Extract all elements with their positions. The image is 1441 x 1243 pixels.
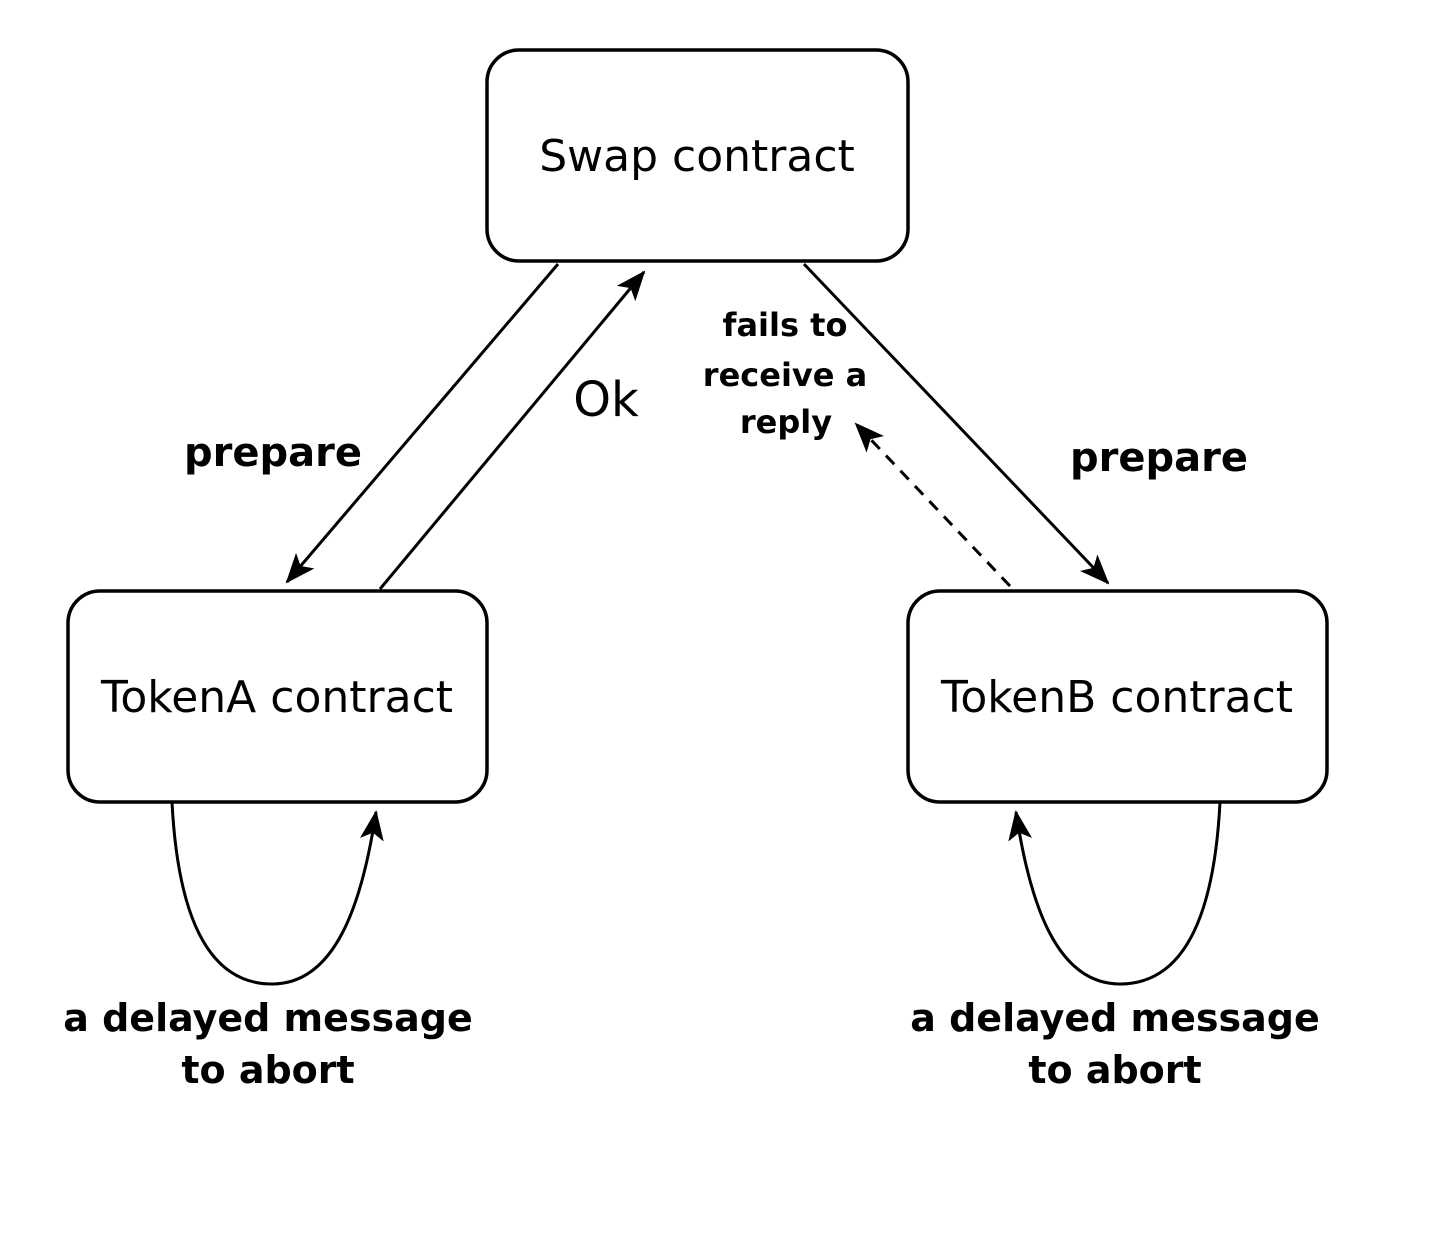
fails-reply-dashed-arrow (854, 422, 1012, 588)
abort-right-label-line1: a delayed message (910, 996, 1320, 1040)
fails-reply-label-line2: receive a (703, 356, 867, 394)
prepare-right-arrow (802, 262, 1110, 585)
fails-reply-label-line3: reply (740, 403, 832, 441)
ok-label: Ok (573, 372, 639, 428)
abort-left-label-line2: to abort (181, 1048, 354, 1092)
abort-right-label-line2: to abort (1028, 1048, 1201, 1092)
swap-contract-box (485, 48, 910, 263)
token-b-contract-box (906, 589, 1329, 804)
prepare-right-label: prepare (1070, 435, 1248, 481)
swap-contract-node: Swap contract (485, 48, 910, 263)
prepare-left-label: prepare (184, 430, 362, 476)
token-b-contract-label: TokenB contract (940, 672, 1293, 723)
token-a-contract-label: TokenA contract (100, 672, 453, 723)
token-b-contract-node: TokenB contract (906, 589, 1329, 804)
ok-arrow (378, 270, 646, 590)
prepare-left-arrow (285, 263, 560, 584)
fails-reply-label-line1: fails to (723, 306, 848, 344)
token-a-contract-box (66, 589, 489, 804)
token-b-self-loop-arrow (1008, 801, 1222, 986)
abort-left-label-line1: a delayed message (63, 996, 473, 1040)
swap-contract-label: Swap contract (539, 131, 855, 182)
token-a-self-loop-arrow (170, 801, 384, 986)
token-a-contract-node: TokenA contract (66, 589, 489, 804)
